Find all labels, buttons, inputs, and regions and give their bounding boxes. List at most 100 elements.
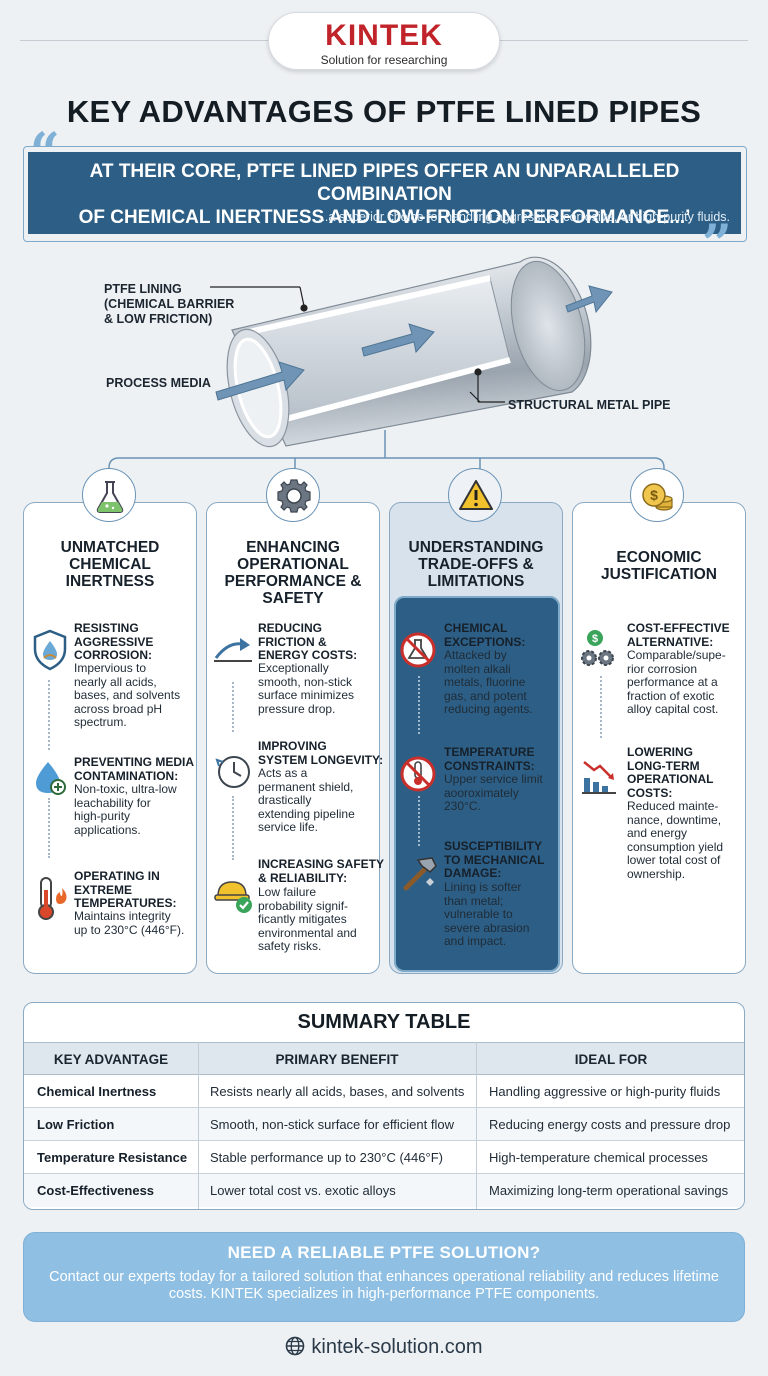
divider-dots bbox=[48, 680, 50, 750]
quote-sub: ...a superior choice for handling aggres… bbox=[317, 210, 730, 224]
table-cell: Maximizing long-term operational savings bbox=[489, 1183, 729, 1198]
dollar-gears-icon: $ bbox=[581, 630, 614, 666]
table-cell: Stable performance up to 230°C (446°F) bbox=[210, 1150, 443, 1165]
gear-icon bbox=[266, 468, 320, 522]
label-structural-pipe: STRUCTURAL METAL PIPE bbox=[508, 398, 671, 412]
divider-dots bbox=[232, 796, 234, 860]
quote-line-2: OF CHEMICAL INERTNESS AND LOW-FRICTION P… bbox=[78, 207, 691, 228]
declining-chart-icon bbox=[582, 761, 616, 794]
table-row: Chemical Inertness Resists nearly all ac… bbox=[24, 1075, 744, 1108]
quote-frame bbox=[23, 146, 747, 242]
flow-arrows bbox=[215, 285, 613, 401]
th-primary-benefit: PRIMARY BENEFIT bbox=[275, 1052, 399, 1067]
flask-icon bbox=[82, 468, 136, 522]
quote-main: AT THEIR CORE, PTFE LINED PIPES OFFER AN… bbox=[28, 160, 741, 229]
pipe-diagram bbox=[108, 256, 665, 470]
svg-text:$: $ bbox=[650, 487, 658, 503]
warning-icon bbox=[448, 468, 502, 522]
cta-text: Contact our experts today for a tailored… bbox=[49, 1269, 719, 1302]
svg-text:$: $ bbox=[592, 633, 598, 645]
table-title: SUMMARY TABLE bbox=[297, 1011, 471, 1033]
connector-lines bbox=[108, 430, 665, 470]
summary-table: SUMMARY TABLE KEY ADVANTAGE PRIMARY BENE… bbox=[23, 1002, 745, 1210]
hardhat-check-icon bbox=[214, 881, 252, 913]
header-rule-right bbox=[500, 40, 748, 41]
divider-dots bbox=[600, 676, 602, 738]
table-cell: Reducing energy costs and pressure drop bbox=[489, 1117, 731, 1132]
no-flask-icon bbox=[400, 632, 436, 668]
clock-icon bbox=[215, 756, 250, 788]
brand-logo[interactable]: KINTEK Solution for researching bbox=[268, 12, 500, 70]
cta-banner[interactable]: NEED A RELIABLE PTFE SOLUTION? Contact o… bbox=[23, 1232, 745, 1322]
page-title: KEY ADVANTAGES OF PTFE LINED PIPES bbox=[66, 94, 702, 129]
table-cell: Low Friction bbox=[37, 1117, 115, 1132]
table-cell: Lower total cost vs. exotic alloys bbox=[210, 1183, 396, 1198]
globe-icon bbox=[285, 1336, 305, 1362]
shield-drop-icon bbox=[33, 629, 67, 671]
close-quote-icon: ” bbox=[702, 214, 732, 275]
quote-band bbox=[28, 152, 741, 234]
divider-dots bbox=[232, 682, 234, 732]
leader-lines bbox=[210, 286, 505, 403]
brand-name: KINTEK bbox=[325, 19, 443, 52]
column-divider bbox=[476, 1042, 477, 1209]
divider-dots bbox=[418, 676, 420, 734]
hammer-icon bbox=[403, 857, 437, 891]
coins-icon: $ bbox=[630, 468, 684, 522]
cta-title: NEED A RELIABLE PTFE SOLUTION? bbox=[227, 1243, 541, 1262]
table-cell: Handling aggressive or high-purity fluid… bbox=[489, 1084, 721, 1099]
header-rule-left bbox=[20, 40, 268, 41]
table-cell: Smooth, non-stick surface for efficient … bbox=[210, 1117, 454, 1132]
table-row: Low Friction Smooth, non-stick surface f… bbox=[24, 1108, 744, 1141]
divider-dots bbox=[418, 796, 420, 846]
table-cell: Temperature Resistance bbox=[37, 1150, 188, 1165]
table-header: KEY ADVANTAGE PRIMARY BENEFIT IDEAL FOR bbox=[24, 1042, 744, 1075]
table-row: Cost-Effectiveness Lower total cost vs. … bbox=[24, 1174, 744, 1207]
th-key-advantage: KEY ADVANTAGE bbox=[53, 1052, 169, 1067]
table-cell: Resists nearly all acids, bases, and sol… bbox=[210, 1084, 465, 1099]
no-thermometer-icon bbox=[400, 756, 436, 792]
table-cell: Cost-Effectiveness bbox=[37, 1183, 155, 1198]
drop-plus-icon bbox=[36, 762, 66, 795]
quote-line-1: AT THEIR CORE, PTFE LINED PIPES OFFER AN… bbox=[89, 161, 680, 205]
footer-url-text: kintek-solution.com bbox=[311, 1336, 483, 1358]
open-quote-icon: “ bbox=[30, 122, 60, 183]
curved-arrow-icon bbox=[214, 638, 252, 662]
column-divider bbox=[198, 1042, 199, 1209]
table-cell: Chemical Inertness bbox=[37, 1084, 157, 1099]
divider-dots bbox=[48, 798, 50, 858]
item-text: Reduced mainte-nance, downtime,and energ… bbox=[627, 799, 724, 881]
label-ptfe-lining: PTFE LINING (CHEMICAL BARRIER & LOW FRIC… bbox=[104, 282, 235, 326]
table-row: Temperature Resistance Stable performanc… bbox=[24, 1141, 744, 1174]
th-ideal-for: IDEAL FOR bbox=[574, 1052, 648, 1067]
table-cell: High-temperature chemical processes bbox=[489, 1150, 708, 1165]
footer-link[interactable]: kintek-solution.com bbox=[0, 1336, 768, 1362]
brand-tagline: Solution for researching bbox=[320, 53, 448, 67]
item-title: INCREASING SAFETY& RELIABILITY: bbox=[258, 857, 385, 885]
label-process-media: PROCESS MEDIA bbox=[106, 376, 211, 390]
